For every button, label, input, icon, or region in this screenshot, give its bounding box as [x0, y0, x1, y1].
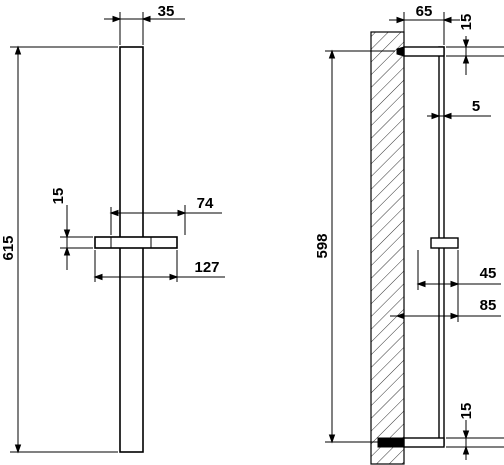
dim-bottom-bracket: 15 — [446, 403, 504, 460]
front-holder — [94, 236, 178, 249]
dim-overall-height-label: 615 — [0, 235, 17, 260]
side-holder — [430, 237, 459, 249]
dim-bottom-bracket-label: 15 — [458, 403, 475, 420]
dim-holder-projection: 85 — [390, 250, 501, 322]
dim-holder-thickness: 15 — [50, 188, 93, 270]
dim-holder-inner-label: 74 — [197, 195, 214, 212]
dim-bar-diameter-label: 5 — [472, 98, 480, 115]
dim-holder-inner: 74 — [109, 195, 222, 235]
top-bracket — [396, 46, 445, 57]
dim-overall-height: 615 — [0, 45, 118, 454]
dim-top-bracket-label: 15 — [458, 14, 475, 31]
dim-bar-width: 35 — [104, 3, 185, 45]
dim-holder-thickness-label: 15 — [50, 188, 67, 205]
dim-bracket-spacing-label: 598 — [314, 233, 331, 258]
dim-bar-width-label: 35 — [158, 3, 175, 20]
dim-holder-outer-label: 127 — [194, 259, 219, 276]
dim-holder-outer: 127 — [93, 250, 225, 282]
dim-top-bracket: 15 — [446, 14, 504, 75]
dim-holder-depth-label: 45 — [480, 265, 497, 282]
dim-bar-diameter: 5 — [427, 98, 491, 120]
front-bar — [119, 46, 144, 453]
front-view: 35 615 15 74 — [0, 3, 225, 454]
dim-holder-depth: 45 — [416, 250, 501, 290]
wall-section — [370, 31, 405, 465]
dim-holder-projection-label: 85 — [480, 297, 497, 314]
dim-wall-offset: 65 — [389, 3, 460, 45]
side-view: 65 15 5 598 — [314, 3, 504, 465]
dim-wall-offset-label: 65 — [416, 3, 433, 20]
dim-bracket-spacing: 598 — [314, 49, 395, 444]
